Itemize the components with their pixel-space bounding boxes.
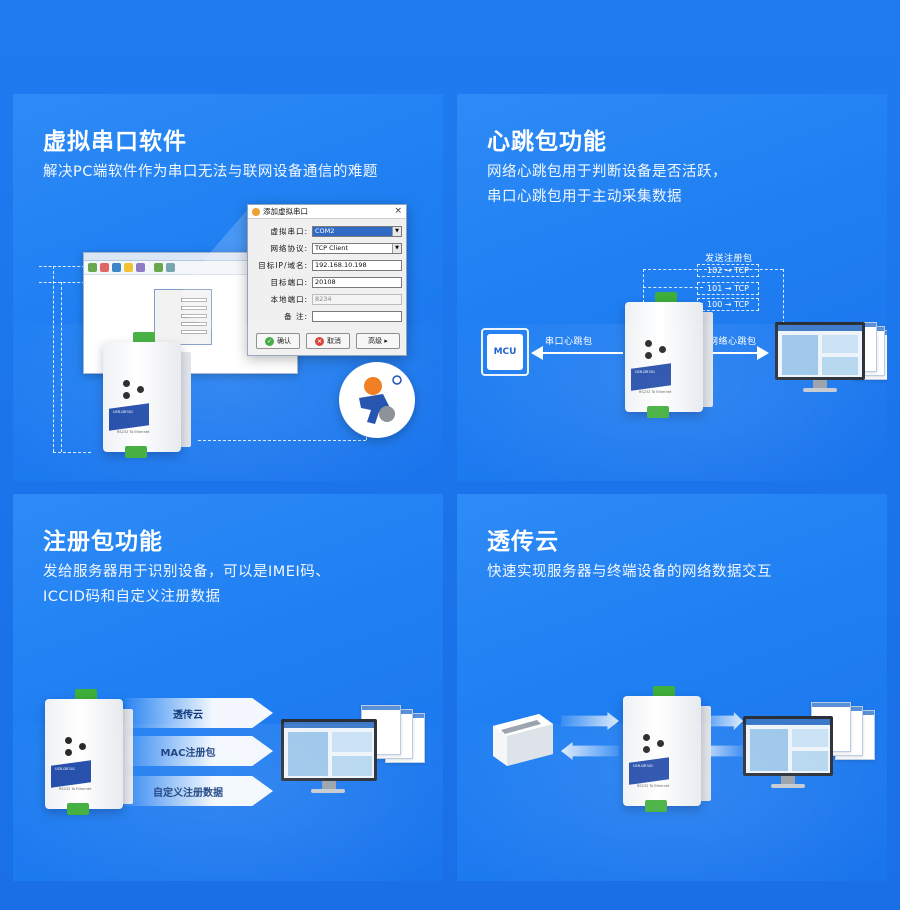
panel-title: 透传云 xyxy=(487,529,559,555)
panel-description: 网络心跳包用于判断设备是否活跃， 串口心跳包用于主动采集数据 xyxy=(487,160,727,210)
dashed-line xyxy=(39,282,85,283)
arrow-right xyxy=(695,352,759,354)
packet-102: 102 → TCP xyxy=(697,264,759,277)
tool-icon[interactable] xyxy=(154,263,163,272)
check-icon: ✓ xyxy=(265,336,274,346)
panel-title: 虚拟串口软件 xyxy=(43,129,187,155)
mcu-chip-icon: MCU xyxy=(487,334,523,370)
arrow-head-left-icon xyxy=(531,346,543,360)
arrow-right xyxy=(561,712,619,730)
dialog-titlebar: 添加虚拟串口 × xyxy=(248,205,406,219)
tool-icon[interactable] xyxy=(166,263,175,272)
target-port-input[interactable]: 20108 xyxy=(312,276,402,288)
serial-server-device: USR-DR301 RS232 To Ethernet xyxy=(625,292,713,418)
protocol-select[interactable]: TCP Client▼ xyxy=(312,242,402,254)
packet-101: 101 → TCP xyxy=(697,282,759,295)
close-icon[interactable]: × xyxy=(394,206,402,216)
brand-logo xyxy=(339,362,415,438)
row-protocol: 网络协议: TCP Client▼ xyxy=(254,242,402,254)
panel-description: 解决PC端软件作为串口无法与联网设备通信的难题 xyxy=(43,160,378,185)
arrow-mac-register: MAC注册包 xyxy=(125,736,273,766)
row-virtual-port: 虚拟串口: COM2▼ xyxy=(254,225,402,237)
arrow-left xyxy=(537,352,623,354)
panel-transparent-cloud: 透传云 快速实现服务器与终端设备的网络数据交互 USR-DR301 RS232 … xyxy=(457,494,887,881)
desc-line: 快速实现服务器与终端设备的网络数据交互 xyxy=(487,564,772,580)
arrow-custom-register: 自定义注册数据 xyxy=(125,776,273,806)
desc-line: ICCID码和自定义注册数据 xyxy=(43,589,221,605)
dashed-line xyxy=(39,266,85,267)
ok-button[interactable]: ✓ 确认 xyxy=(256,333,300,349)
tool-icon[interactable] xyxy=(88,263,97,272)
dashed-line xyxy=(198,440,366,441)
dashed-line xyxy=(53,266,54,452)
serial-heartbeat-label: 串口心跳包 xyxy=(545,337,593,347)
virtual-port-select[interactable]: COM2▼ xyxy=(312,225,402,237)
panel-heartbeat: 心跳包功能 网络心跳包用于判断设备是否活跃， 串口心跳包用于主动采集数据 发送注… xyxy=(457,94,887,481)
packet-100: 100 → TCP xyxy=(697,298,759,311)
remark-input[interactable] xyxy=(312,310,402,322)
monitor-screen xyxy=(743,716,833,776)
desc-line: 网络心跳包用于判断设备是否活跃， xyxy=(487,164,727,180)
desc-line: 发给服务器用于识别设备，可以是IMEI码、 xyxy=(43,564,331,580)
row-target-ip: 目标IP/域名: 192.168.10.198 xyxy=(254,259,402,271)
dashed-line xyxy=(53,452,91,453)
row-target-port: 目标端口: 20108 xyxy=(254,276,402,288)
serial-server-device: USR-DR301 RS232 To Ethernet xyxy=(45,689,133,815)
send-register-label: 发送注册包 xyxy=(705,254,753,264)
target-ip-input[interactable]: 192.168.10.198 xyxy=(312,259,402,271)
cancel-button[interactable]: × 取消 xyxy=(306,333,350,349)
monitor-screen xyxy=(281,719,377,781)
sub-dialog xyxy=(154,289,212,345)
local-port-input[interactable]: 8234 xyxy=(312,293,402,305)
tool-icon[interactable] xyxy=(112,263,121,272)
arrow-transparent-cloud: 透传云 xyxy=(125,698,273,728)
add-virtual-port-dialog: 添加虚拟串口 × 虚拟串口: COM2▼ 网络协议: TCP Client▼ 目… xyxy=(247,204,407,356)
panel-description: 快速实现服务器与终端设备的网络数据交互 xyxy=(487,560,772,585)
panel-title: 心跳包功能 xyxy=(487,129,607,155)
printer-icon xyxy=(493,714,553,766)
advanced-button[interactable]: 高级 ▸ xyxy=(356,333,400,349)
toolbar xyxy=(84,261,297,275)
network-heartbeat-label: 网络心跳包 xyxy=(709,337,757,347)
monitor-screen xyxy=(775,322,865,380)
arrow-head-right-icon xyxy=(757,346,769,360)
dialog-title: 添加虚拟串口 xyxy=(263,207,308,216)
callout-shape xyxy=(183,209,248,349)
row-local-port: 本地端口: 8234 xyxy=(254,293,402,305)
panel-description: 发给服务器用于识别设备，可以是IMEI码、 ICCID码和自定义注册数据 xyxy=(43,560,330,610)
dashed-line xyxy=(61,282,62,452)
row-remark: 备 注: xyxy=(254,310,402,322)
arrow-left xyxy=(561,742,619,760)
chevron-down-icon[interactable]: ▼ xyxy=(392,243,401,253)
close-icon: × xyxy=(315,336,324,346)
serial-server-device: USR-DR301 RS232 To Ethernet xyxy=(103,332,191,458)
desc-line: 解决PC端软件作为串口无法与联网设备通信的难题 xyxy=(43,164,378,180)
chevron-down-icon[interactable]: ▼ xyxy=(392,226,401,236)
printer-device xyxy=(487,706,553,766)
app-icon xyxy=(252,207,260,216)
runner-logo-icon xyxy=(359,375,402,424)
desc-line: 串口心跳包用于主动采集数据 xyxy=(487,189,682,205)
mcu-chip-frame xyxy=(481,328,529,376)
tool-icon[interactable] xyxy=(100,263,109,272)
serial-server-device: USR-DR301 RS232 To Ethernet xyxy=(623,686,711,812)
tool-icon[interactable] xyxy=(124,263,133,272)
tool-icon[interactable] xyxy=(136,263,145,272)
panel-virtual-serial: 虚拟串口软件 解决PC端软件作为串口无法与联网设备通信的难题 xyxy=(13,94,443,481)
panel-title: 注册包功能 xyxy=(43,529,163,555)
panel-register: 注册包功能 发给服务器用于识别设备，可以是IMEI码、 ICCID码和自定义注册… xyxy=(13,494,443,881)
